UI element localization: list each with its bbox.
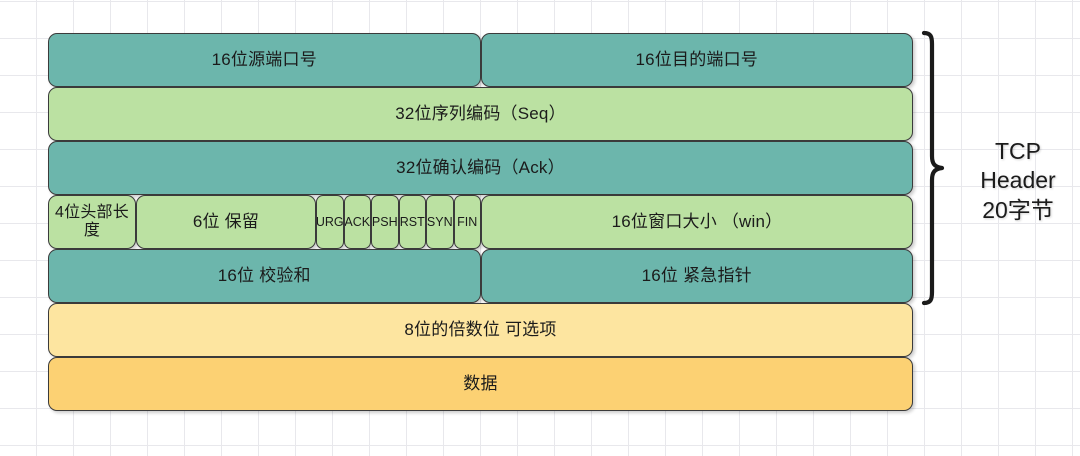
field-options: 8位的倍数位 可选项 xyxy=(48,303,913,357)
field-sequence-number: 32位序列编码（Seq） xyxy=(48,87,913,141)
field-window-size: 16位窗口大小 （win） xyxy=(481,195,913,249)
field-urgent-pointer: 16位 紧急指针 xyxy=(480,249,913,303)
flag-syn: SYN xyxy=(426,195,454,249)
field-destination-port: 16位目的端口号 xyxy=(480,33,913,87)
row-options: 8位的倍数位 可选项 xyxy=(48,303,913,357)
annotation-line-tcp: TCP xyxy=(995,138,1041,164)
field-reserved: 6位 保留 xyxy=(136,195,316,249)
row-checksum-urgent-pointer: 16位 校验和 16位 紧急指针 xyxy=(48,249,913,303)
field-data: 数据 xyxy=(48,357,913,411)
annotation-line-header: Header xyxy=(980,167,1056,194)
annotation-line-bytes: 20字节 xyxy=(982,196,1054,223)
row-offset-flags-window: 4位头部长度 6位 保留 URG ACK PSH RST SYN FIN 16位… xyxy=(48,195,913,249)
flag-urg: URG xyxy=(316,195,344,249)
flag-psh: PSH xyxy=(371,195,399,249)
field-checksum: 16位 校验和 xyxy=(48,249,481,303)
row-sequence-number: 32位序列编码（Seq） xyxy=(48,87,913,141)
tcp-header-rows: 16位源端口号 16位目的端口号 32位序列编码（Seq） 32位确认编码（Ac… xyxy=(48,33,913,411)
field-data-offset: 4位头部长度 xyxy=(48,195,136,249)
header-span-brace xyxy=(921,30,947,306)
field-acknowledgement-number: 32位确认编码（Ack） xyxy=(48,141,913,195)
flag-ack: ACK xyxy=(343,195,371,249)
curly-brace-icon xyxy=(921,30,945,306)
header-size-annotation: TCP Header 20字节 xyxy=(962,137,1074,225)
flag-fin: FIN xyxy=(453,195,481,249)
field-source-port: 16位源端口号 xyxy=(48,33,481,87)
row-acknowledgement-number: 32位确认编码（Ack） xyxy=(48,141,913,195)
flag-rst: RST xyxy=(398,195,426,249)
row-data: 数据 xyxy=(48,357,913,411)
row-ports: 16位源端口号 16位目的端口号 xyxy=(48,33,913,87)
